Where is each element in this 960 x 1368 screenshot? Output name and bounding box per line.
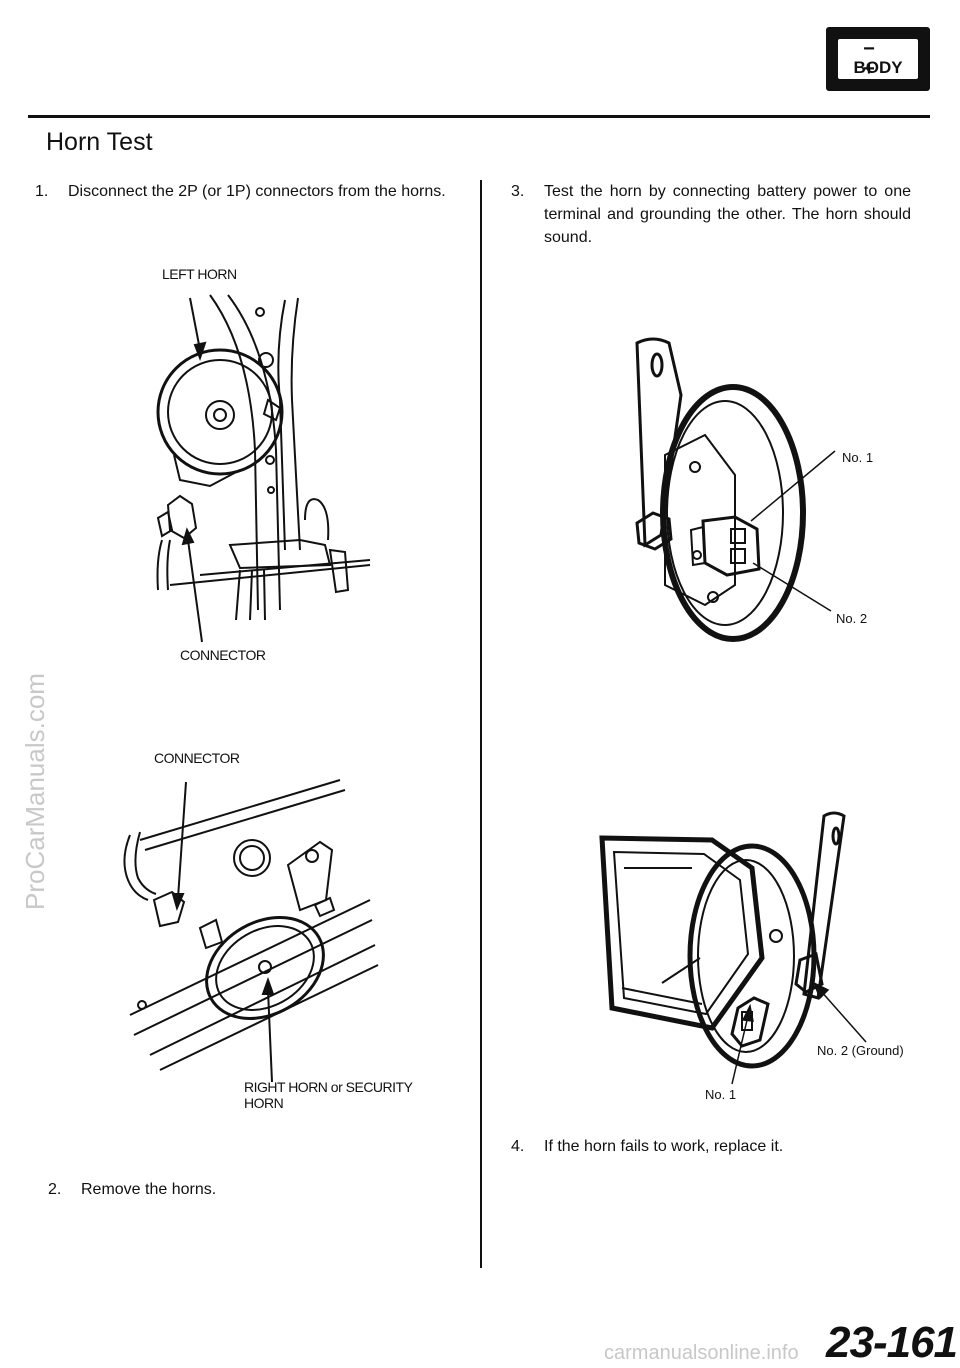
left-horn-label: LEFT HORN [162,266,237,282]
right-horn-label-line2: HORN [244,1095,284,1111]
terminal-no1-label-b: No. 1 [705,1087,737,1102]
step-1: 1. Disconnect the 2P (or 1P) connectors … [35,180,449,228]
side-watermark: ProCarManuals.com [20,673,50,910]
page-title: Horn Test [46,128,153,156]
right-horn-illustration [120,770,380,1080]
left-connector-label: CONNECTOR [180,647,266,663]
horn-terminal-illustration-a [625,335,845,655]
battery-signs: − + [863,38,893,80]
step-text: Disconnect the 2P (or 1P) connectors fro… [68,183,446,200]
terminal-no2-label: No. 2 [836,611,868,626]
step-4: 4. If the horn fails to work, replace it… [511,1135,911,1159]
section-badge: − + BODY [826,27,930,91]
step-number: 3. [511,183,525,200]
right-connector-label: CONNECTOR [154,750,240,766]
right-horn-label-line1: RIGHT HORN or SECURITY [244,1079,413,1095]
footer-watermark: carmanualsonline.info [604,1342,799,1364]
header-rule [28,115,930,118]
ground-terminal-label: No. 2 (Ground) [817,1043,904,1058]
step-text: Remove the horns. [81,1181,217,1198]
step-text: Test the horn by connecting battery powe… [544,183,911,246]
step-text: If the horn fails to work, replace it. [544,1138,784,1155]
section-label: BODY [853,58,903,77]
step-number: 2. [48,1181,62,1198]
page-number: 23-161 [826,1318,958,1367]
step-number: 1. [35,183,49,200]
step-number: 4. [511,1138,525,1155]
horn-terminal-illustration-b [592,808,872,1078]
column-divider [480,180,482,1268]
terminal-no1-label: No. 1 [842,450,874,465]
right-horn-label: RIGHT HORN or SECURITY HORN [244,1079,413,1111]
step-3: 3. Test the horn by connecting battery p… [511,180,911,252]
step-2: 2. Remove the horns. [48,1178,448,1202]
left-horn-illustration [140,290,380,650]
